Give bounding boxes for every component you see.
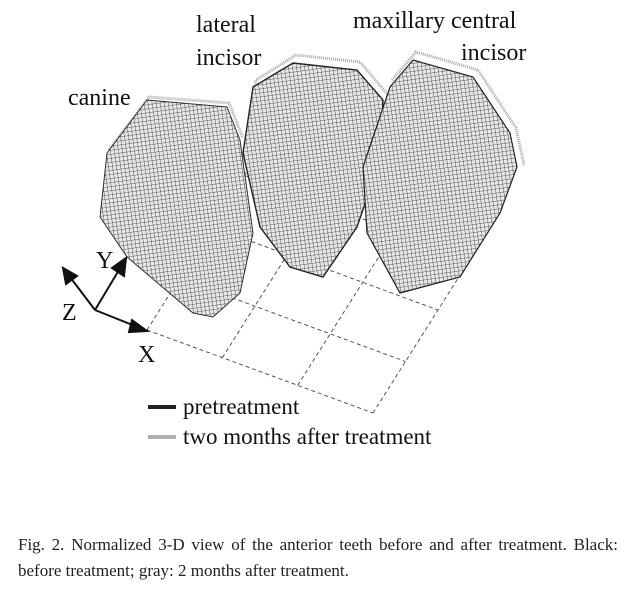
axis-label-x: X bbox=[138, 342, 155, 368]
label-central-incisor: incisor bbox=[461, 40, 526, 66]
central-incisor-mesh bbox=[362, 59, 518, 294]
axis-label-y: Y bbox=[96, 248, 113, 274]
canine-mesh bbox=[99, 99, 254, 318]
legend-swatch-pretreatment bbox=[148, 405, 176, 409]
label-maxillary-central: maxillary central bbox=[353, 8, 517, 34]
axis-label-z: Z bbox=[62, 300, 77, 326]
axes-triad bbox=[61, 255, 150, 334]
label-lateral-incisor: incisor bbox=[196, 45, 261, 71]
grid-line bbox=[146, 329, 374, 414]
figure-caption: Fig. 2. Normalized 3-D view of the anter… bbox=[18, 535, 618, 580]
legend-label-post-treatment: two months after treatment bbox=[183, 424, 432, 449]
grid-line bbox=[297, 179, 429, 386]
label-lateral: lateral bbox=[196, 12, 256, 38]
legend-swatch-post-treatment bbox=[148, 435, 176, 439]
lateral-incisor-mesh bbox=[242, 62, 384, 278]
legend-label-pretreatment: pretreatment bbox=[183, 394, 300, 419]
label-canine: canine bbox=[68, 85, 131, 111]
grid-line bbox=[179, 278, 406, 362]
